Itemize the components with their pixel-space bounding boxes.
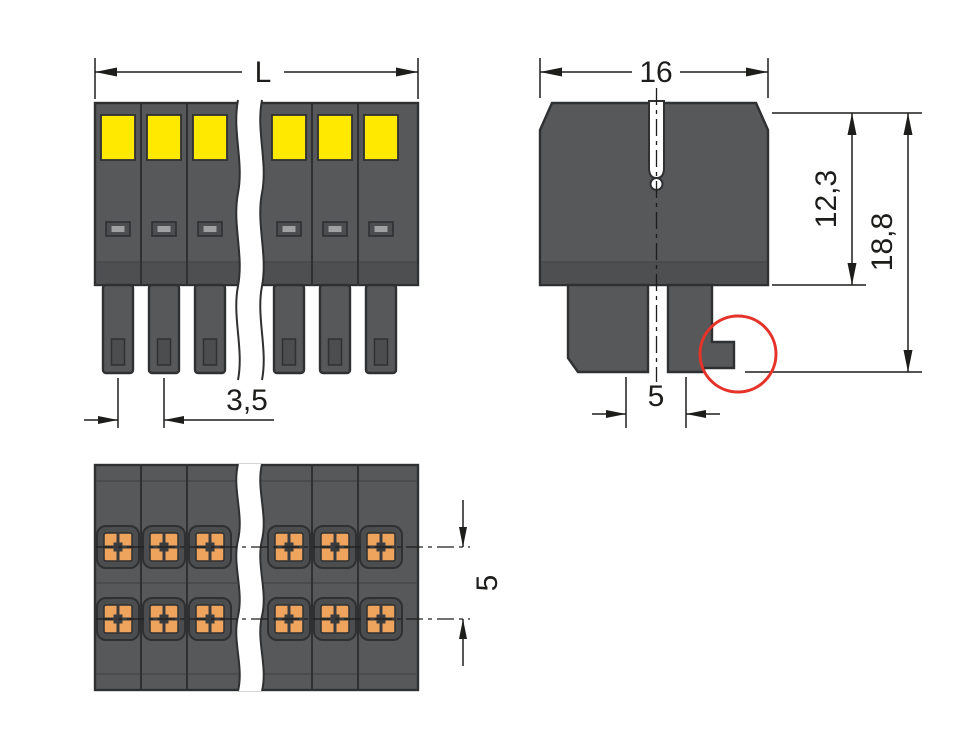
leg-row-2-with-foot: [666, 283, 736, 374]
arrowhead-right: [606, 410, 626, 418]
arrowhead-left: [95, 67, 117, 77]
arrowhead-down: [459, 527, 467, 547]
dim-label-pitch: 3,5: [226, 384, 268, 417]
dim-label-total-height: 18,8: [866, 213, 899, 271]
break-mark-bottom: [235, 463, 265, 692]
dim-label-length: L: [255, 56, 272, 89]
break-wave-left: [235, 99, 241, 381]
break-gap: [236, 100, 264, 380]
dim-height-18-8: 18,8: [745, 113, 922, 373]
detail-highlight-circle: [698, 314, 778, 394]
front-view: L 3,5: [84, 56, 420, 428]
dim-row-pitch-side: 5: [592, 377, 720, 428]
housing-base-strip: [541, 262, 767, 284]
dim-overall-length: L: [94, 56, 419, 99]
dim-height-12-3: 12,3: [772, 112, 922, 286]
dim-pole-pitch: 3,5: [84, 378, 274, 428]
dim-label-width: 16: [639, 56, 672, 89]
housing-profile: [538, 101, 770, 287]
arrowhead-right: [396, 67, 418, 77]
arrowhead-up: [847, 113, 857, 135]
break-wave-right: [259, 99, 265, 381]
side-view: 16 12,3 18,8: [538, 56, 922, 428]
dim-label-row-pitch: 5: [471, 575, 504, 592]
arrowhead-right: [746, 67, 768, 77]
break-gap: [236, 464, 264, 691]
dim-row-pitch-bottom: 5: [459, 500, 504, 666]
arrowhead-left: [164, 416, 184, 424]
dim-label-body-height: 12,3: [810, 170, 843, 228]
dim-label-row-pitch: 5: [648, 380, 665, 413]
side-housing: [538, 88, 770, 382]
arrowhead-right: [98, 416, 118, 424]
arrowhead-up: [903, 113, 913, 135]
arrowhead-left: [540, 67, 562, 77]
break-wave-left: [235, 463, 241, 692]
arrowhead-down: [903, 350, 913, 372]
dim-overall-width: 16: [539, 56, 769, 98]
bottom-view: 5: [93, 463, 504, 692]
break-wave-right: [259, 463, 265, 692]
leg-row-1: [566, 283, 650, 374]
arrowhead-left: [686, 410, 706, 418]
arrowhead-down: [847, 263, 857, 285]
break-mark-front: [235, 99, 265, 381]
arrowhead-up: [459, 619, 467, 639]
